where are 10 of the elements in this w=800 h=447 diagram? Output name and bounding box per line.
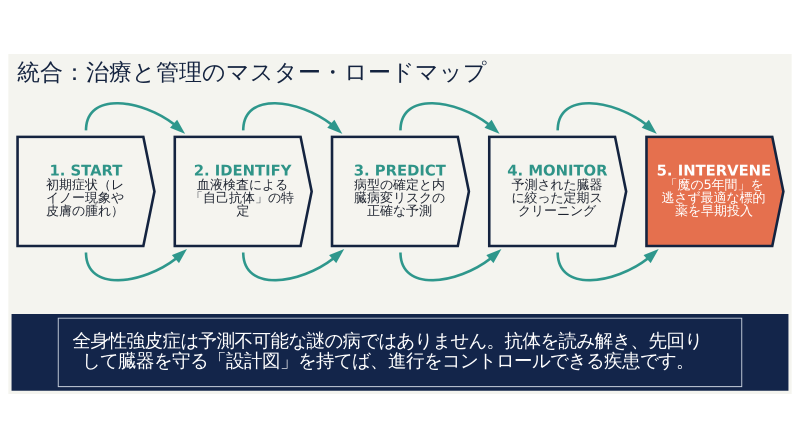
arrow [399, 248, 502, 281]
arrow [556, 248, 659, 281]
diagram-title: 統合：治療と管理のマスター・ロードマップ [17, 59, 488, 86]
arrow [242, 101, 342, 134]
arrow [84, 101, 186, 134]
node-box: 全身性強皮症は予測不可能な謎の病ではありません。抗体を読み解き、先回りして臓器を守る「設計図」を持てば、進行をコントロールできる疾患です。 [12, 314, 788, 390]
arrow [84, 248, 187, 281]
arrow [242, 248, 344, 281]
arrow [399, 101, 500, 134]
arrow [556, 101, 657, 134]
